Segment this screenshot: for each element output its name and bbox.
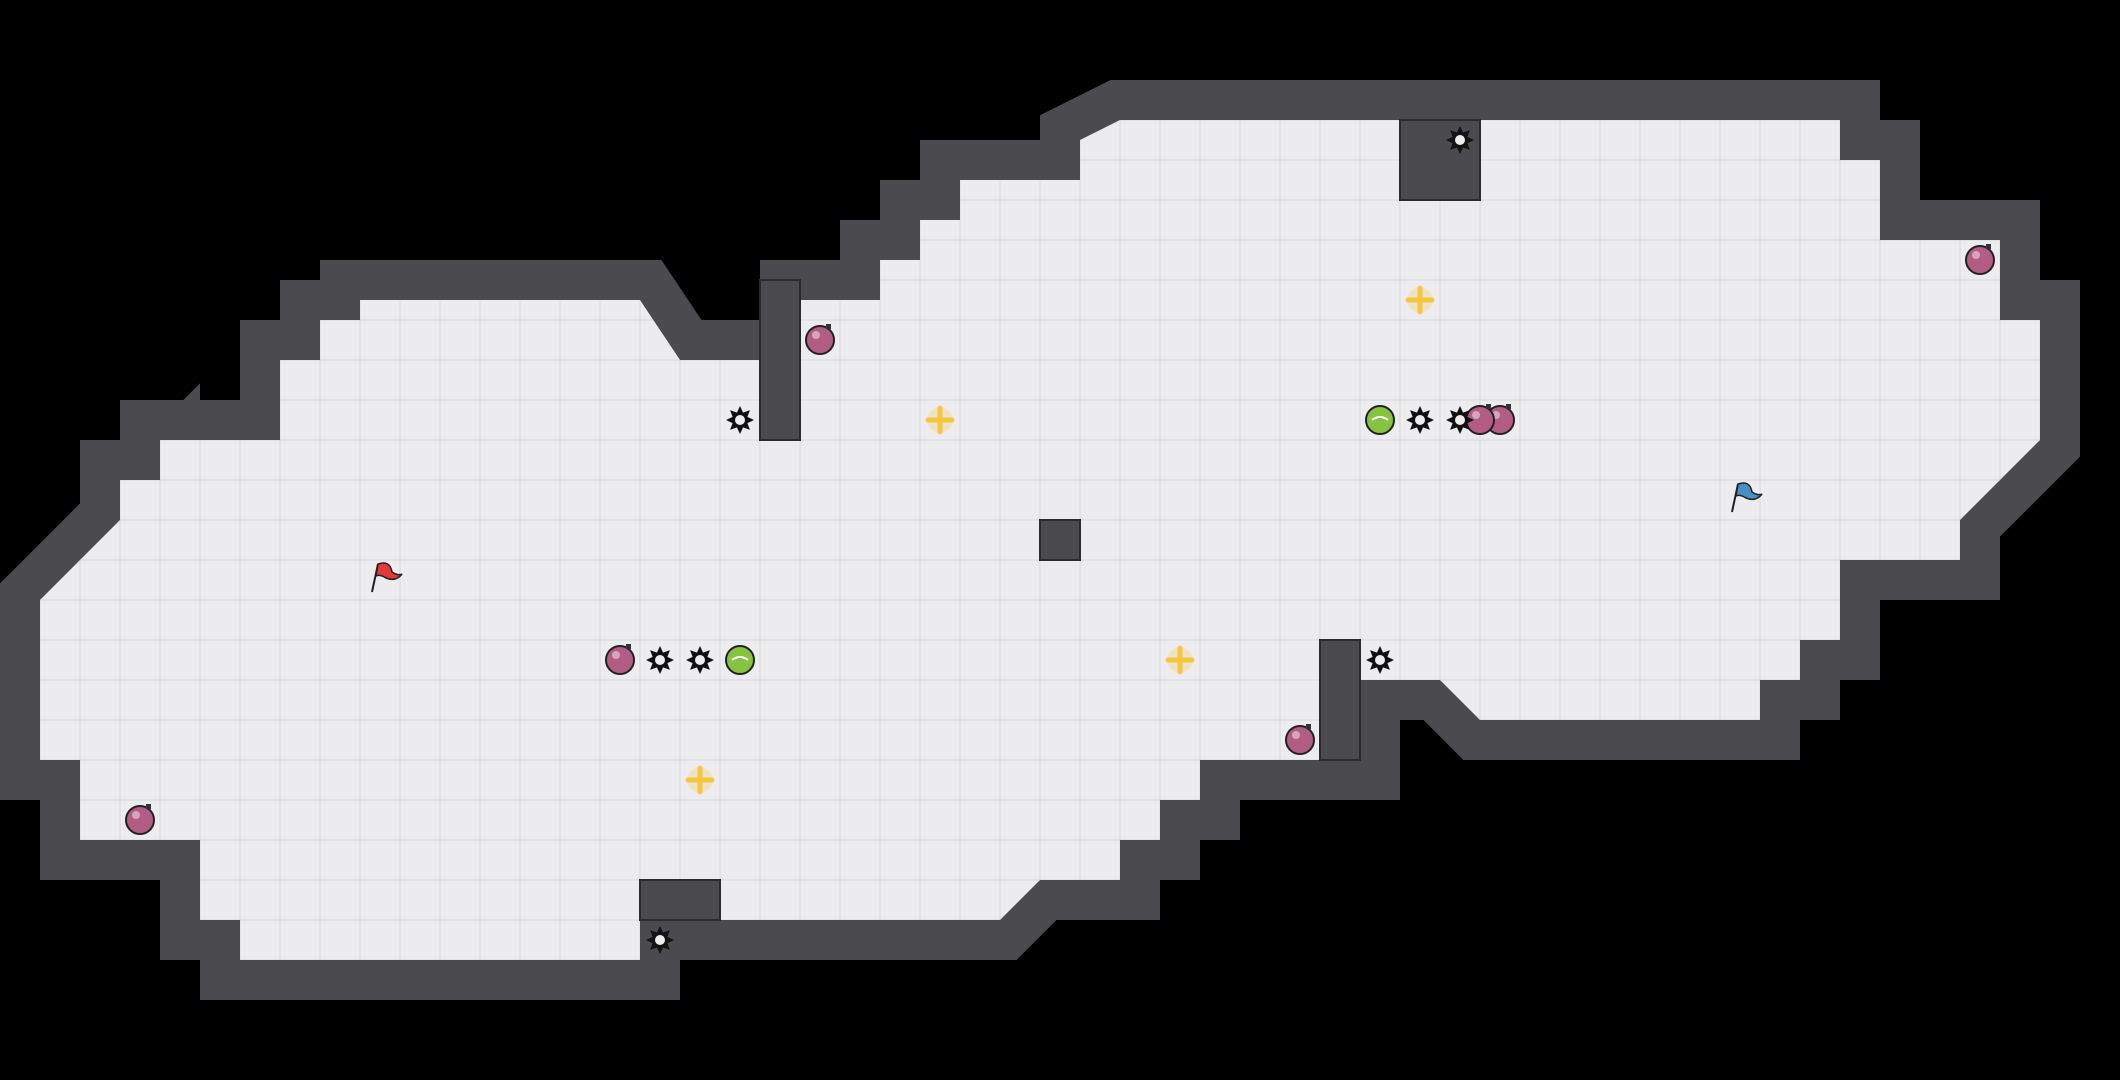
blue-flag-icon — [1731, 482, 1763, 513]
boost-icon — [1405, 285, 1435, 315]
wall-block — [639, 879, 721, 921]
wall-block — [1319, 639, 1361, 761]
spike-icon — [1366, 646, 1394, 674]
spike-icon — [646, 646, 674, 674]
bomb-icon — [125, 804, 155, 835]
spike-icon — [1406, 406, 1434, 434]
bomb-icon — [1965, 244, 1995, 275]
wall-block — [759, 279, 801, 441]
spike-icon — [686, 646, 714, 674]
spike-icon — [1446, 406, 1474, 434]
powerup-icon — [1365, 405, 1395, 435]
entities — [125, 126, 1995, 954]
obstacles — [639, 119, 1481, 921]
boost-icon — [685, 765, 715, 795]
spike-icon — [726, 406, 754, 434]
red-flag-icon — [371, 562, 403, 593]
bomb-icon — [805, 324, 835, 355]
boost-icon — [1165, 645, 1195, 675]
wall-block — [1039, 519, 1081, 561]
spike-icon — [1446, 126, 1474, 154]
powerup-icon — [725, 645, 755, 675]
spike-icon — [646, 926, 674, 954]
boost-icon — [925, 405, 955, 435]
bomb-icon — [1285, 724, 1315, 755]
bomb-icon — [605, 644, 635, 675]
